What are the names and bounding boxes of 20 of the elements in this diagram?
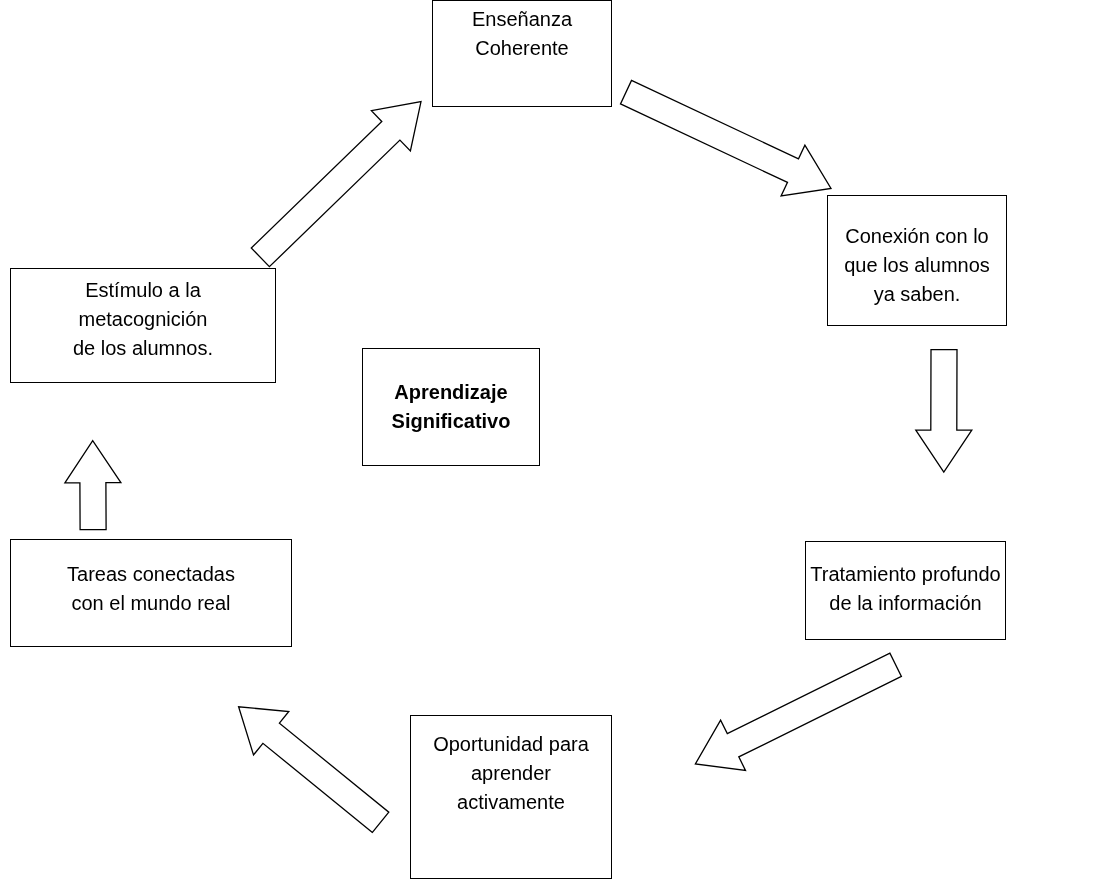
text-box — [10, 268, 276, 383]
block-arrow — [694, 652, 903, 772]
block-arrow — [914, 348, 973, 474]
block-arrow — [250, 100, 422, 268]
box-label: Tratamiento profundo de la información — [810, 562, 1001, 616]
text-box — [827, 195, 1007, 326]
box-label: Estímulo a la metacognición de los alumnos. — [71, 278, 215, 361]
block-arrow — [619, 79, 833, 197]
text-box — [432, 0, 612, 107]
text-box — [10, 539, 292, 647]
box-label: Tareas conectadas con el mundo real — [66, 562, 236, 616]
box-label: Aprendizaje Significativo — [390, 380, 512, 434]
text-box — [362, 348, 540, 466]
block-arrow — [237, 706, 390, 834]
box-label: Enseñanza Coherente — [470, 7, 574, 61]
box-label: Oportunidad para aprender activamente — [432, 732, 590, 815]
block-arrow — [63, 439, 123, 531]
text-box — [805, 541, 1006, 640]
box-label: Conexión con lo que los alumnos ya saben. — [843, 224, 991, 307]
text-box — [410, 715, 612, 879]
